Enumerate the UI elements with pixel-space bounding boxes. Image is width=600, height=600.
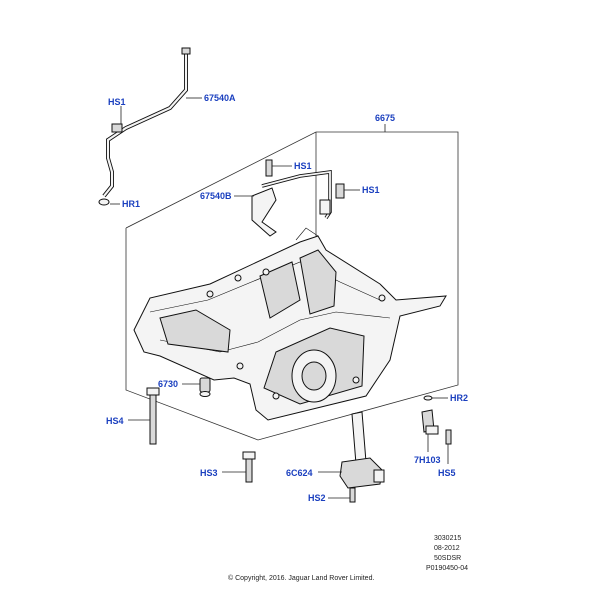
meta-line-1: 3030215 bbox=[434, 535, 461, 542]
reference-metadata: 3030215 08-2012 50SDSR P0190450-04 © Cop… bbox=[228, 535, 468, 582]
callout-hs5: HS5 bbox=[438, 468, 456, 478]
callout-6c624: 6C624 bbox=[286, 468, 313, 478]
callout-67540b: 67540B bbox=[200, 191, 232, 201]
dipstick-tube bbox=[98, 47, 191, 206]
oil-pan bbox=[133, 227, 447, 421]
callout-6675: 6675 bbox=[375, 113, 395, 123]
oil-level-sensor bbox=[339, 411, 385, 489]
copyright-text: © Copyright, 2016. Jaguar Land Rover Lim… bbox=[228, 574, 374, 582]
meta-line-4: P0190450-04 bbox=[426, 565, 468, 572]
level-sensor-small bbox=[421, 395, 439, 435]
callout-67540a: 67540A bbox=[204, 93, 236, 103]
callout-hs1-top: HS1 bbox=[108, 97, 126, 107]
callout-hs2: HS2 bbox=[308, 493, 326, 503]
callout-hr2: HR2 bbox=[450, 393, 468, 403]
leader-lines bbox=[110, 97, 449, 499]
callout-hs1-right: HS1 bbox=[362, 185, 380, 195]
bolts bbox=[146, 387, 452, 503]
callout-hr1: HR1 bbox=[122, 199, 140, 209]
callout-6730: 6730 bbox=[158, 379, 178, 389]
callout-labels: HS1 67540A 6675 HS1 HS1 HR1 67540B 6730 … bbox=[106, 93, 468, 503]
meta-line-3: 50SDSR bbox=[434, 555, 461, 562]
callout-hs1-mid: HS1 bbox=[294, 161, 312, 171]
oil-pickup-pipe bbox=[251, 159, 345, 237]
callout-hs3: HS3 bbox=[200, 468, 218, 478]
callout-7h103: 7H103 bbox=[414, 455, 441, 465]
assembly-box bbox=[125, 131, 459, 441]
meta-line-2: 08-2012 bbox=[434, 545, 460, 552]
callout-hs4: HS4 bbox=[106, 416, 124, 426]
drain-plug bbox=[199, 377, 211, 397]
